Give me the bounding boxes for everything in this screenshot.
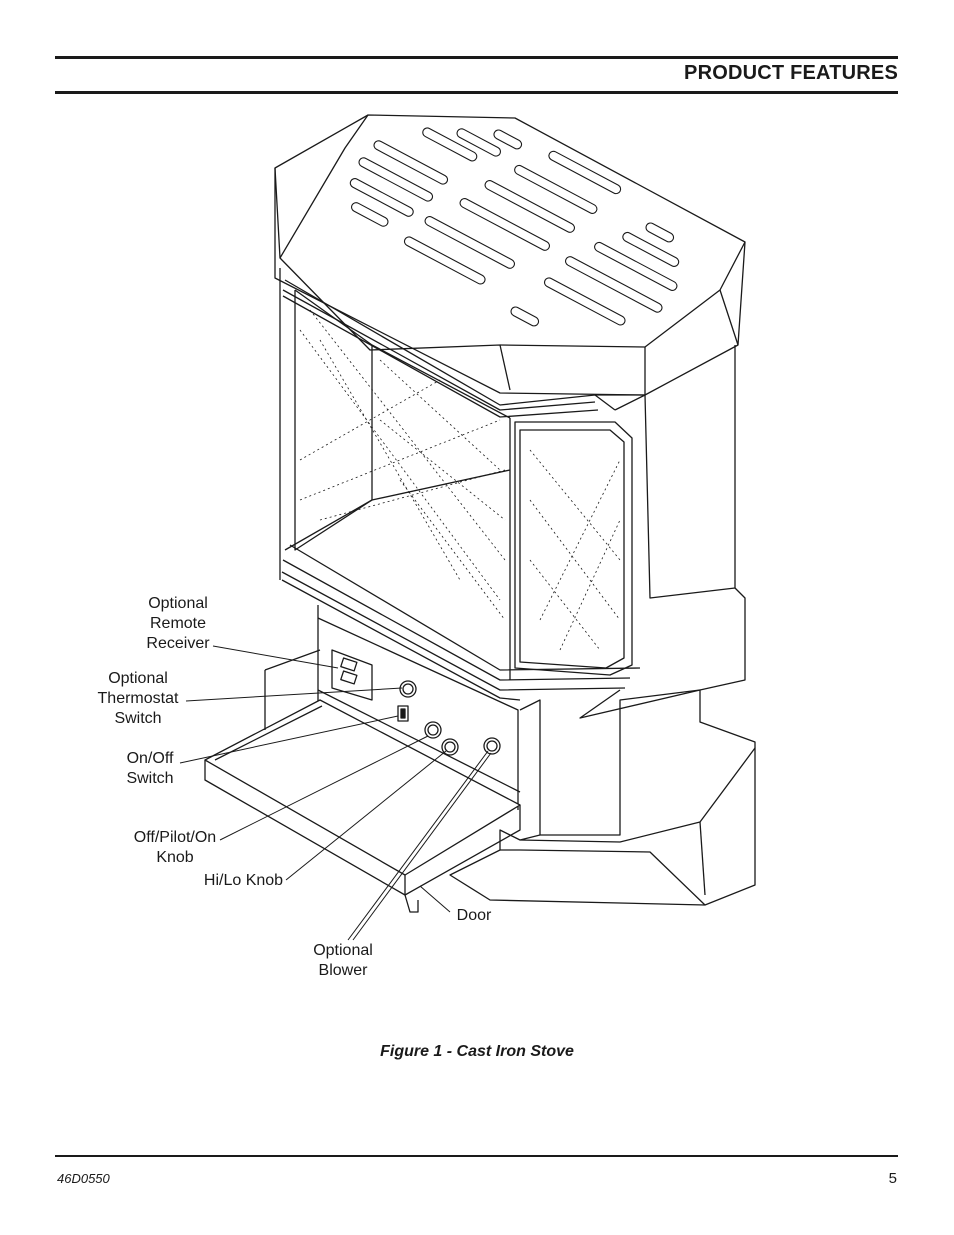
control-panel (317, 605, 521, 810)
vent-slot (459, 198, 550, 251)
page-number: 5 (888, 1170, 897, 1187)
callout-door: Door (456, 907, 492, 924)
vent-slot (456, 128, 502, 157)
vent-slot (510, 306, 540, 327)
callout-thermostat-switch: Optional Thermostat Switch (97, 670, 179, 727)
top-vent-slots (349, 127, 680, 327)
stove-body (279, 268, 746, 719)
remote-receiver-device (331, 649, 373, 701)
on-off-switch-device (397, 705, 409, 722)
figure-caption: Figure 1 - Cast Iron Stove (380, 1043, 574, 1060)
off-pilot-on-knob-device (424, 721, 442, 739)
stove-top-plate (274, 114, 746, 396)
vent-slot (351, 202, 389, 227)
callout-blower: Optional Blower (313, 942, 373, 979)
vent-slot (565, 256, 663, 313)
vent-slot (548, 150, 622, 195)
header-top-rule (55, 56, 898, 59)
vent-slot (349, 178, 414, 217)
vent-slot (424, 216, 515, 269)
vent-slot (543, 277, 626, 326)
callout-on-off-switch: On/Off Switch (126, 750, 174, 787)
header-bottom-rule (55, 91, 898, 94)
callout-leaders (179, 645, 492, 941)
vent-slot (493, 129, 523, 150)
vent-slot (514, 164, 598, 214)
section-title: PRODUCT FEATURES (684, 62, 898, 84)
glass-reflection (299, 309, 621, 651)
thermostat-knob (399, 680, 417, 698)
vent-slot (622, 231, 680, 267)
vent-slot (645, 222, 675, 243)
vent-slot (403, 236, 486, 285)
vent-slot (484, 180, 575, 233)
callout-hi-lo-knob: Hi/Lo Knob (203, 872, 284, 889)
vent-slot (594, 241, 678, 291)
callout-off-pilot-on-knob: Off/Pilot/On Knob (133, 829, 217, 866)
vent-slot (422, 127, 478, 162)
vent-slot (358, 157, 434, 202)
callout-remote-receiver: Optional Remote Receiver (146, 595, 210, 652)
document-number: 46D0550 (57, 1171, 110, 1186)
stove-pedestal-base (449, 689, 756, 906)
vent-slot (373, 140, 449, 185)
blower-knob-device (483, 737, 501, 755)
footer-rule (55, 1155, 898, 1157)
